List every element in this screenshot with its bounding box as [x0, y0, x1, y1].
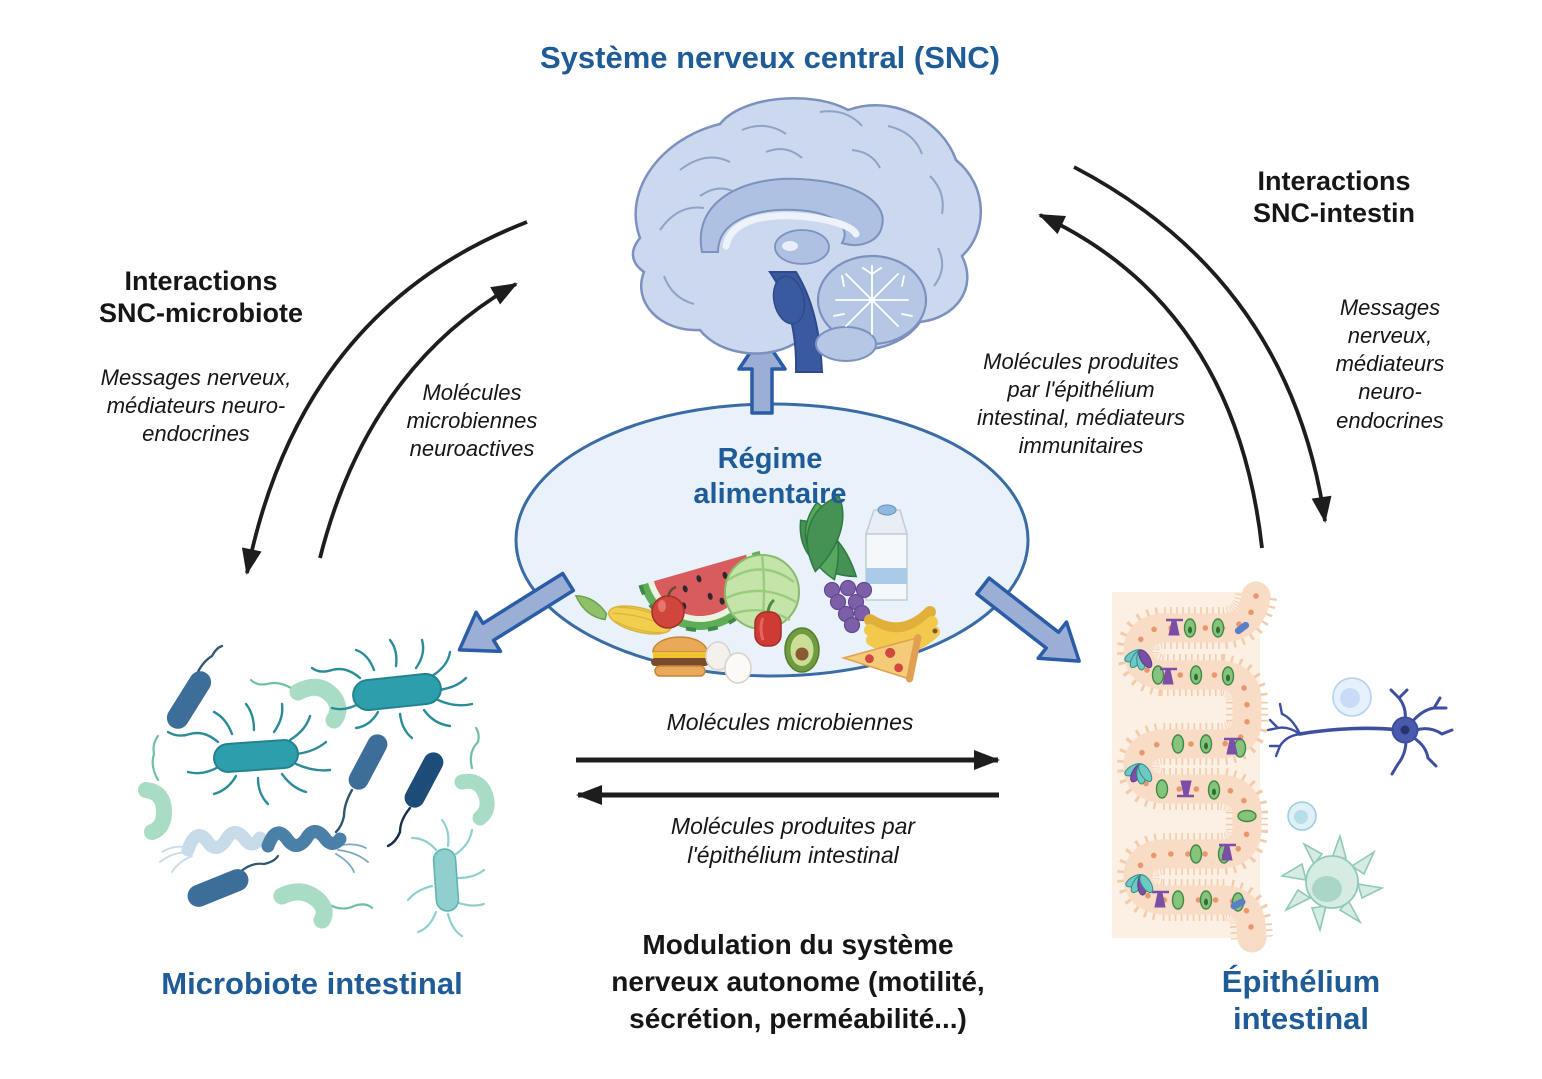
burger-icon — [651, 636, 709, 677]
left-interaction-heading: Interactions SNC-microbiote — [98, 266, 304, 328]
avocado-icon — [784, 627, 820, 673]
title-snc: Système nerveux central (SNC) — [539, 40, 1001, 75]
right-outer-arrow-label: Messages nerveux, médiateurs neuro- endo… — [1335, 295, 1445, 433]
epithelium-node-label: Épithélium intestinal — [1221, 964, 1381, 1036]
grapes-icon — [823, 579, 873, 634]
snc-to-epithelium-arc — [1073, 165, 1332, 523]
small-teal-cell — [1287, 801, 1317, 831]
diet-to-epithelium-arrow — [975, 576, 1081, 663]
microbiota-epithelium-arrows — [576, 750, 1000, 805]
brain-illustration — [631, 96, 982, 373]
diet-to-microbiota-arrow — [457, 571, 576, 654]
apple-icon — [651, 585, 685, 629]
right-interaction-heading: Interactions SNC-intestin — [1253, 166, 1415, 228]
right-inner-arrow-label: Molécules produites par l'épithélium int… — [977, 349, 1185, 459]
microbiota-node-label: Microbiote intestinal — [161, 966, 463, 1001]
snc-microbiota-arrows — [241, 220, 528, 575]
tuft-cells — [1152, 618, 1241, 908]
snc-intestine-arrows — [1038, 165, 1332, 549]
cabbage-icon — [724, 554, 800, 630]
epithelium-to-snc-arc — [1038, 213, 1264, 549]
autonomic-modulation-label: Modulation du système nerveux autonome (… — [611, 929, 985, 1035]
microbial-molecules-label: Molécules microbiennes — [666, 709, 914, 735]
diet-foods-illustration — [574, 494, 940, 684]
diet-node-label: Régime alimentaire — [693, 443, 847, 511]
pizza-icon — [840, 634, 922, 683]
bacteria-illustration — [138, 638, 495, 938]
dendritic-cell — [1279, 833, 1385, 933]
neuron-illustration — [1266, 688, 1454, 776]
garlic-egg-icon — [705, 641, 752, 684]
snc-to-microbiota-arc — [241, 220, 528, 575]
immune-cell-light-blue — [1332, 677, 1372, 717]
epithelium-molecules-label: Molécules produites par l'épithélium int… — [670, 813, 916, 869]
goblet-cells — [1151, 618, 1257, 912]
microbiota-to-snc-arc — [318, 282, 518, 559]
left-outer-arrow-label: Messages nerveux, médiateurs neuro- endo… — [100, 365, 292, 447]
milk-carton-icon — [864, 504, 908, 601]
leafy-greens-icon — [799, 494, 858, 581]
enteroendocrine-cell-clusters — [1124, 649, 1154, 896]
red-pepper-icon — [754, 598, 782, 647]
epithelium-illustration — [1112, 581, 1277, 953]
left-inner-arrow-label: Molécules microbiennes neuroactives — [406, 380, 538, 462]
